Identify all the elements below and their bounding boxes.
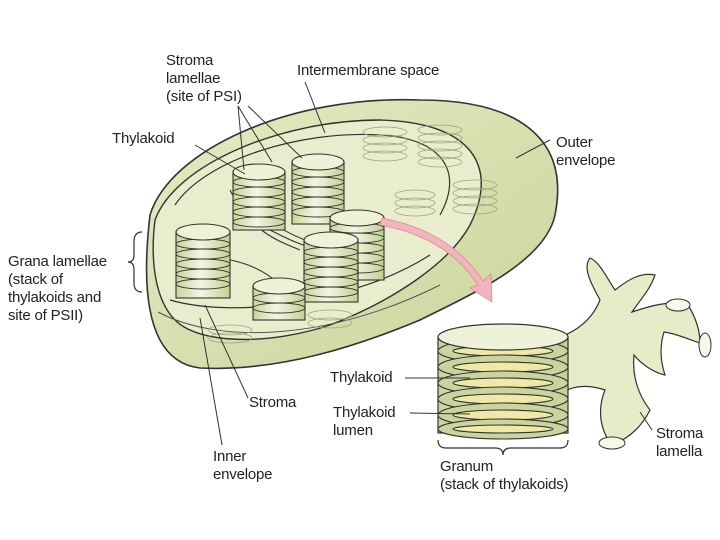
granum-stack-d [176, 224, 230, 298]
thylakoid-label-inset: Thylakoid [330, 369, 392, 387]
enlarged-granum [438, 324, 568, 439]
granum-label: Granum (stack of thylakoids) [440, 458, 568, 494]
outer-envelope-label: Outer envelope [556, 134, 615, 170]
granum-brace [438, 440, 568, 455]
stroma-label: Stroma [249, 394, 296, 412]
granum-stack-f [253, 278, 305, 320]
stroma-lamella-label: Stroma lamella [656, 425, 703, 461]
granum-stack-e [304, 232, 358, 302]
thylakoid-label-top: Thylakoid [112, 130, 174, 148]
grana-lamellae-brace [128, 232, 142, 292]
intermembrane-space-label: Intermembrane space [297, 62, 439, 80]
grana-lamellae-label: Grana lamellae (stack of thylakoids and … [8, 253, 107, 325]
stroma-lamellae-label: Stroma lamellae (site of PSI) [166, 52, 242, 106]
inner-envelope-label: Inner envelope [213, 448, 272, 484]
thylakoid-lumen-label: Thylakoid lumen [333, 404, 395, 440]
granum-stack-a [233, 164, 285, 230]
